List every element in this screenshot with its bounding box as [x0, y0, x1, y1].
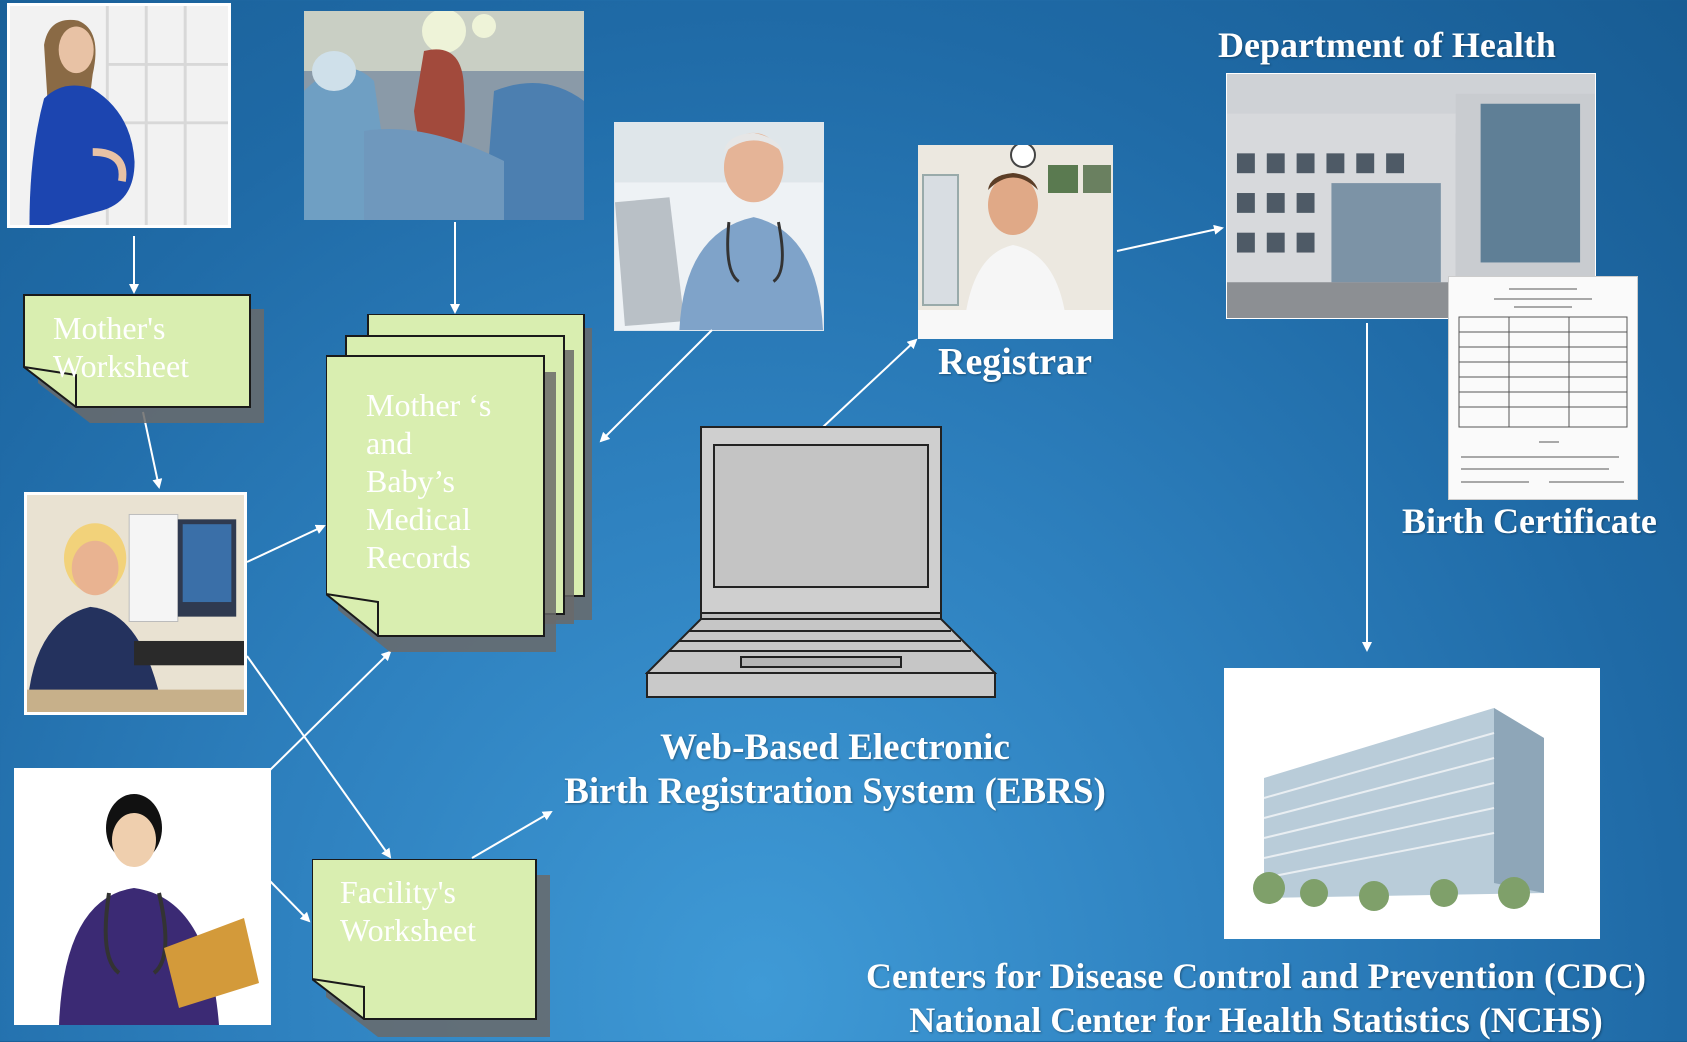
- arrow-facility-to-ebrs: [471, 810, 553, 859]
- arrow-registrar-to-doh: [1116, 224, 1224, 252]
- birth-certificate-document: [1448, 276, 1638, 500]
- facility-worksheet-line2: Worksheet: [340, 912, 477, 948]
- ebrs-label: Web-Based Electronic Birth Registration …: [545, 726, 1125, 814]
- medical-records-stack: Mother ‘s and Baby’s Medical Records: [326, 314, 606, 654]
- records-line-2: and: [366, 425, 413, 461]
- birth-certificate-label: Birth Certificate: [1402, 501, 1657, 541]
- records-line-1: Mother ‘s: [366, 387, 492, 423]
- registrar-label: Registrar: [938, 341, 1093, 383]
- arrow-nurse-to-records: [269, 650, 392, 771]
- cdc-label-line1: Centers for Disease Control and Preventi…: [866, 956, 1646, 996]
- registrar-photo: [918, 145, 1113, 339]
- facility-worksheet-note: Facility's Worksheet: [312, 859, 550, 1037]
- ebrs-label-line2: Birth Registration System (EBRS): [564, 771, 1106, 812]
- pregnant-woman-photo: [7, 3, 231, 228]
- clerk-at-computer-photo: [24, 492, 247, 715]
- arrow-ebrs-to-registrar: [822, 338, 918, 428]
- doctor-at-computer-photo: [614, 122, 824, 331]
- delivery-room-photo: [304, 11, 584, 220]
- mothers-worksheet-note: Mother's Worksheet: [23, 294, 264, 423]
- nurse-with-clipboard-photo: [14, 768, 271, 1025]
- cdc-label-line2: National Center for Health Statistics (N…: [909, 1000, 1603, 1040]
- arrow-nurse-to-facility: [268, 879, 311, 923]
- records-line-4: Medical: [366, 501, 471, 537]
- cdc-building-photo: [1224, 668, 1600, 939]
- records-line-3: Baby’s: [366, 463, 455, 499]
- facility-worksheet-line1: Facility's: [340, 874, 456, 910]
- arrow-clerk-to-records: [246, 524, 326, 563]
- department-of-health-label: Department of Health: [1218, 25, 1556, 65]
- laptop-icon: [644, 425, 998, 703]
- ebrs-label-line1: Web-Based Electronic: [660, 727, 1010, 768]
- cdc-label: Centers for Disease Control and Preventi…: [836, 954, 1676, 1042]
- mothers-worksheet-line2: Worksheet: [53, 348, 190, 384]
- records-line-5: Records: [366, 539, 471, 575]
- mothers-worksheet-line1: Mother's: [53, 310, 166, 346]
